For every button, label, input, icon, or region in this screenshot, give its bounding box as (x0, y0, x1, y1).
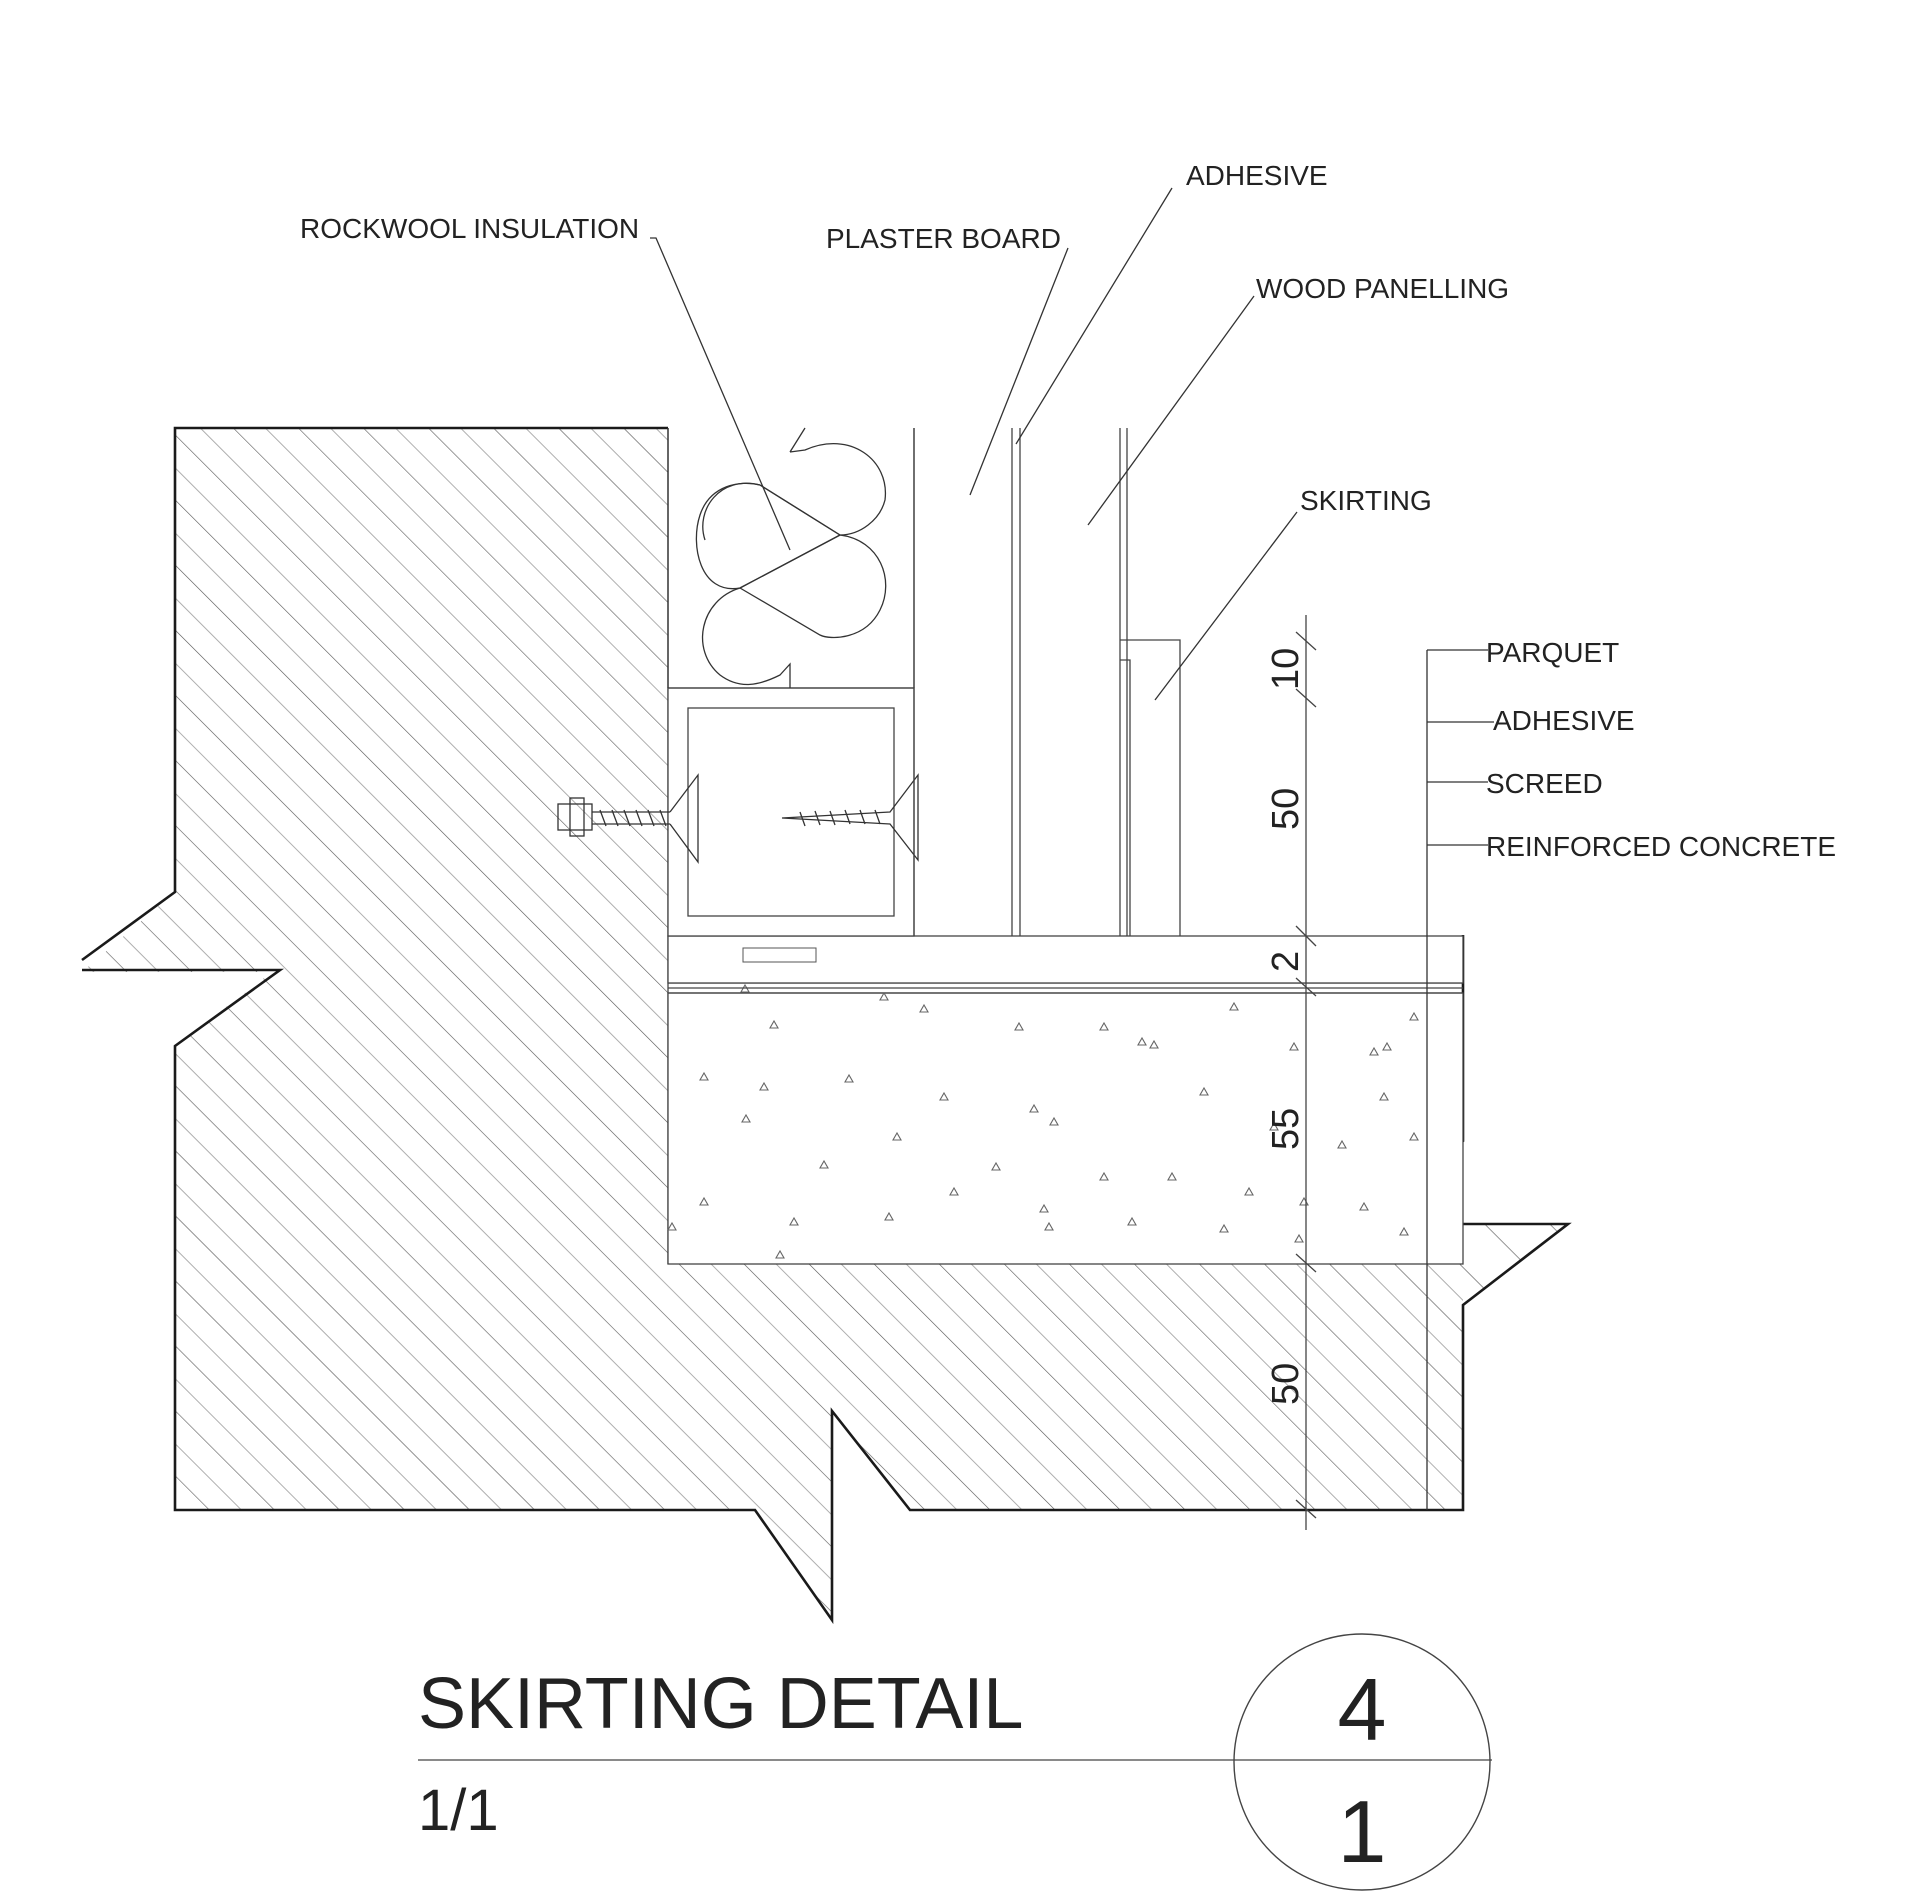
dimension-50-upper: 50 (1265, 788, 1307, 830)
label-adhesive-floor: ADHESIVE (1493, 705, 1635, 736)
label-skirting: SKIRTING (1300, 485, 1432, 516)
skirting-board (1120, 639, 1181, 936)
label-wood-panelling: WOOD PANELLING (1256, 273, 1509, 304)
detail-bubble (1233, 1633, 1491, 1891)
title-block: SKIRTING DETAIL 1/1 4 1 (418, 1633, 1492, 1891)
drawing-title: SKIRTING DETAIL (418, 1664, 1023, 1744)
label-adhesive-wall: ADHESIVE (1186, 160, 1328, 191)
label-plaster-board: PLASTER BOARD (826, 223, 1061, 254)
detail-number: 4 (1338, 1660, 1387, 1759)
dimension-10: 10 (1265, 648, 1307, 690)
wall-leaders (650, 187, 1298, 701)
wood-screw (781, 773, 919, 862)
timber-batten (667, 687, 915, 937)
sheet-number: 1 (1338, 1782, 1387, 1881)
label-reinforced-concrete: REINFORCED CONCRETE (1486, 831, 1836, 862)
label-parquet: PARQUET (1486, 637, 1619, 668)
label-rockwool-insulation: ROCKWOOL INSULATION (300, 213, 639, 244)
floor-leader (1426, 649, 1494, 1510)
dimension-55: 55 (1265, 1108, 1307, 1150)
rockwool-insulation (667, 427, 915, 688)
dimension-2: 2 (1265, 951, 1307, 972)
dimension-line: 10 50 2 55 50 (1265, 615, 1317, 1530)
dimension-50-lower: 50 (1265, 1363, 1307, 1405)
drawing-scale: 1/1 (418, 1778, 499, 1843)
screed-layer (667, 982, 1464, 1265)
parquet-layer (667, 935, 1464, 989)
wall-lining (913, 428, 1128, 936)
label-screed: SCREED (1486, 768, 1603, 799)
anchor-bolt (557, 773, 699, 864)
